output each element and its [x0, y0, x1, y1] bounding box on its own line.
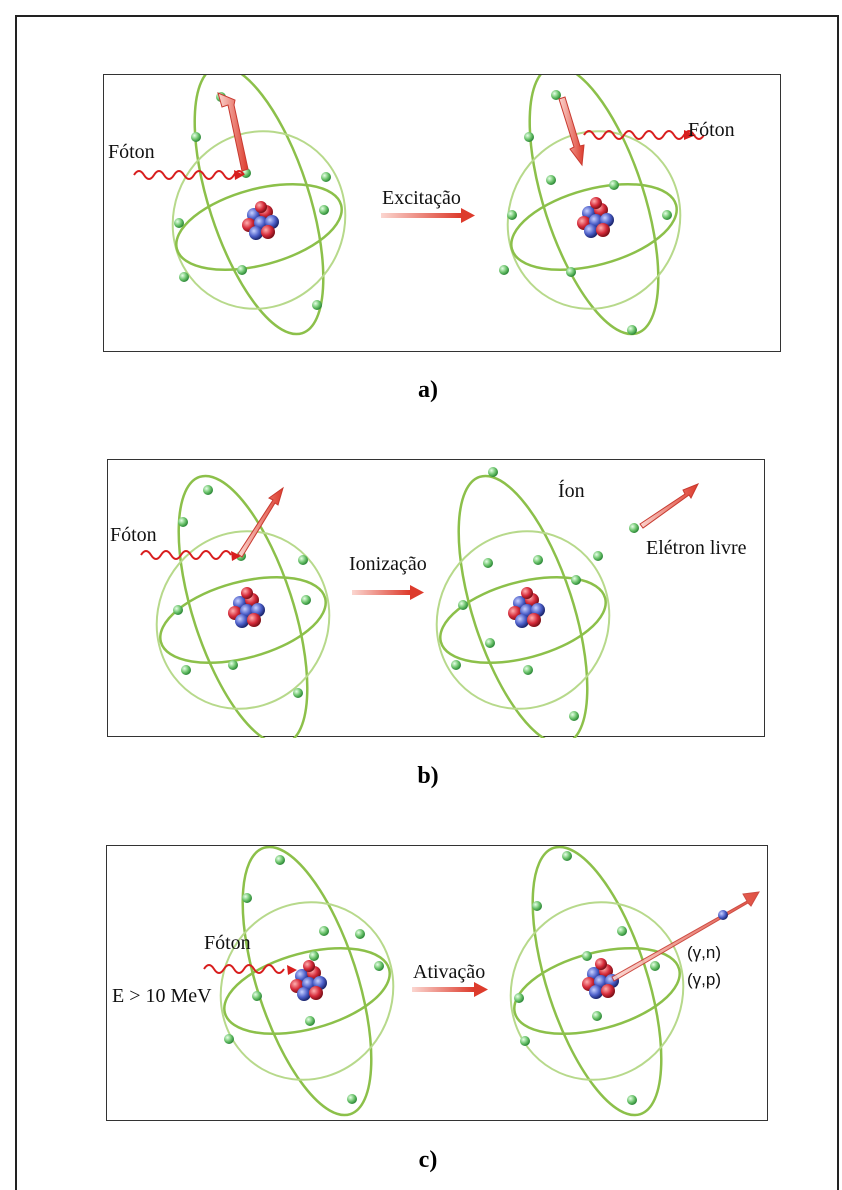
electron-drop-arrow	[558, 96, 585, 167]
panel-b-ionization: Fóton Ionização Íon Elétron livre	[107, 459, 765, 738]
label-photon-in: Fóton	[110, 524, 157, 546]
label-process: Ativação	[413, 961, 486, 983]
label-energy: E > 10 MeV	[112, 985, 212, 1007]
photon-wave	[140, 550, 232, 560]
nucleus	[228, 587, 265, 628]
label-reaction-n: (γ,n)	[687, 943, 721, 962]
panel-a-drawing	[133, 75, 705, 336]
nucleus	[582, 958, 619, 999]
caption-a: a)	[418, 377, 438, 403]
atom-a-left	[171, 75, 347, 336]
nucleus	[508, 587, 545, 628]
process-arrow	[412, 982, 488, 997]
label-process: Ionização	[349, 553, 427, 575]
photon-wave	[133, 170, 245, 180]
ejected-particle	[611, 891, 760, 982]
process-arrow	[352, 585, 424, 600]
label-photon-in: Fóton	[204, 932, 251, 954]
nucleus	[577, 197, 614, 238]
label-reaction-p: (γ,p)	[687, 970, 721, 989]
atom-b-left	[155, 474, 331, 738]
label-free-electron: Elétron livre	[646, 537, 747, 559]
panel-b-drawing	[140, 467, 700, 738]
nucleus	[242, 201, 279, 240]
electron-kick-arrow	[217, 92, 249, 172]
atom-c-left	[219, 846, 395, 1117]
atom-c-right	[509, 846, 685, 1117]
panel-c-activation: Fóton E > 10 MeV Ativação (γ,n) (γ,p)	[106, 845, 768, 1121]
free-electron	[629, 483, 700, 533]
label-process: Excitação	[382, 187, 461, 209]
label-photon-in: Fóton	[108, 141, 155, 163]
panel-a-excitation: Fóton Excitação Fóton	[103, 74, 781, 352]
nucleus	[290, 960, 327, 1001]
process-arrow	[381, 208, 475, 223]
atom-a-right	[499, 75, 682, 336]
photon-wave	[203, 964, 285, 974]
caption-c: c)	[418, 1147, 438, 1173]
label-photon-out: Fóton	[688, 119, 735, 141]
caption-b: b)	[417, 763, 439, 789]
panel-c-drawing	[203, 846, 760, 1117]
electron-eject-arrow	[237, 486, 284, 558]
figure-frame	[15, 15, 839, 1190]
label-ion: Íon	[558, 480, 585, 502]
atom-b-right	[435, 467, 611, 738]
